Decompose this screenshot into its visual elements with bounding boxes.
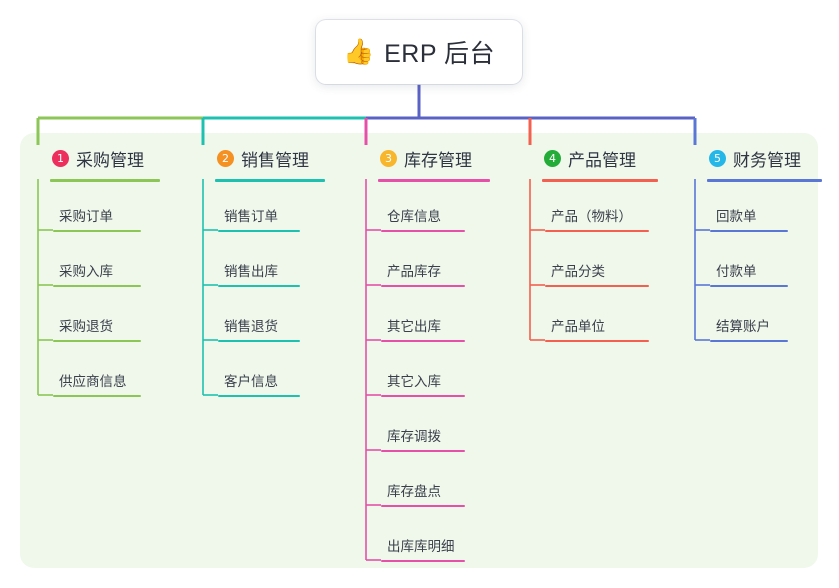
- leaf-item-label: 付款单: [716, 264, 757, 279]
- leaf-item-underline: [381, 505, 465, 507]
- leaf-item-label: 库存调拨: [387, 429, 441, 444]
- leaf-item-label: 其它入库: [387, 374, 441, 389]
- leaf-item-label: 采购入库: [59, 264, 113, 279]
- branch-number-badge-4: 4: [544, 150, 561, 167]
- leaf-item[interactable]: 付款单: [710, 260, 788, 287]
- leaf-item-underline: [381, 285, 465, 287]
- leaf-item-underline: [218, 340, 300, 342]
- branches-panel: [20, 133, 818, 568]
- leaf-item-label: 仓库信息: [387, 209, 441, 224]
- leaf-item-underline: [53, 395, 141, 397]
- leaf-item-label: 结算账户: [716, 319, 770, 334]
- leaf-item[interactable]: 产品单位: [545, 315, 649, 342]
- branch-header-2[interactable]: 2 销售管理: [200, 146, 309, 171]
- leaf-item[interactable]: 其它出库: [381, 315, 465, 342]
- leaf-item-underline: [53, 285, 141, 287]
- leaf-item-label: 产品分类: [551, 264, 605, 279]
- branch-title-5: 财务管理: [733, 151, 801, 170]
- branch-number-badge-3: 3: [380, 150, 397, 167]
- leaf-item-underline: [218, 230, 300, 232]
- branch-underline-5: [707, 179, 822, 182]
- leaf-item-label: 采购订单: [59, 209, 113, 224]
- leaf-item-underline: [381, 340, 465, 342]
- leaf-item-underline: [381, 395, 465, 397]
- leaf-item-underline: [545, 230, 649, 232]
- branch-title-3: 库存管理: [404, 151, 472, 170]
- leaf-item-label: 其它出库: [387, 319, 441, 334]
- branch-header-5[interactable]: 5 财务管理: [692, 146, 801, 171]
- leaf-item[interactable]: 客户信息: [218, 370, 300, 397]
- leaf-item-underline: [381, 450, 465, 452]
- branch-title-4: 产品管理: [568, 151, 636, 170]
- leaf-item-label: 库存盘点: [387, 484, 441, 499]
- branch-underline-1: [50, 179, 160, 182]
- leaf-item[interactable]: 回款单: [710, 205, 788, 232]
- leaf-item-underline: [218, 285, 300, 287]
- leaf-item-label: 产品库存: [387, 264, 441, 279]
- leaf-item-label: 产品（物料）: [551, 209, 632, 224]
- leaf-item-underline: [53, 340, 141, 342]
- leaf-item-underline: [218, 395, 300, 397]
- leaf-item[interactable]: 库存调拨: [381, 425, 465, 452]
- leaf-item-underline: [545, 285, 649, 287]
- branch-underline-4: [542, 179, 658, 182]
- leaf-item[interactable]: 采购入库: [53, 260, 141, 287]
- leaf-item-underline: [710, 285, 788, 287]
- branch-underline-3: [378, 179, 490, 182]
- leaf-item-label: 销售退货: [224, 319, 278, 334]
- leaf-item[interactable]: 销售退货: [218, 315, 300, 342]
- branch-underline-2: [215, 179, 325, 182]
- leaf-item[interactable]: 采购退货: [53, 315, 141, 342]
- leaf-item[interactable]: 其它入库: [381, 370, 465, 397]
- branch-title-2: 销售管理: [241, 151, 309, 170]
- leaf-item[interactable]: 销售订单: [218, 205, 300, 232]
- branch-number-badge-1: 1: [52, 150, 69, 167]
- branch-title-1: 采购管理: [76, 151, 144, 170]
- leaf-item[interactable]: 产品（物料）: [545, 205, 649, 232]
- leaf-item[interactable]: 出库库明细: [381, 535, 465, 562]
- root-node-card[interactable]: 👍 ERP 后台: [316, 20, 522, 84]
- leaf-item-underline: [53, 230, 141, 232]
- leaf-item[interactable]: 采购订单: [53, 205, 141, 232]
- leaf-item-underline: [381, 560, 465, 562]
- leaf-item[interactable]: 供应商信息: [53, 370, 141, 397]
- leaf-item-underline: [710, 230, 788, 232]
- leaf-item-label: 采购退货: [59, 319, 113, 334]
- leaf-item-label: 销售订单: [224, 209, 278, 224]
- leaf-item-underline: [381, 230, 465, 232]
- leaf-item-label: 产品单位: [551, 319, 605, 334]
- leaf-item[interactable]: 库存盘点: [381, 480, 465, 507]
- leaf-item-label: 出库库明细: [387, 539, 455, 554]
- branch-number-badge-2: 2: [217, 150, 234, 167]
- leaf-item-label: 供应商信息: [59, 374, 127, 389]
- leaf-item-label: 回款单: [716, 209, 757, 224]
- leaf-item-underline: [710, 340, 788, 342]
- leaf-item-underline: [545, 340, 649, 342]
- leaf-item[interactable]: 销售出库: [218, 260, 300, 287]
- branch-header-4[interactable]: 4 产品管理: [527, 146, 636, 171]
- root-node-title: ERP 后台: [384, 40, 496, 68]
- branch-header-3[interactable]: 3 库存管理: [363, 146, 472, 171]
- thumbs-up-icon: 👍: [342, 37, 375, 66]
- leaf-item[interactable]: 仓库信息: [381, 205, 465, 232]
- leaf-item[interactable]: 结算账户: [710, 315, 788, 342]
- branch-header-1[interactable]: 1 采购管理: [35, 146, 144, 171]
- leaf-item[interactable]: 产品分类: [545, 260, 649, 287]
- leaf-item-label: 客户信息: [224, 374, 278, 389]
- branch-number-badge-5: 5: [709, 150, 726, 167]
- leaf-item[interactable]: 产品库存: [381, 260, 465, 287]
- leaf-item-label: 销售出库: [224, 264, 278, 279]
